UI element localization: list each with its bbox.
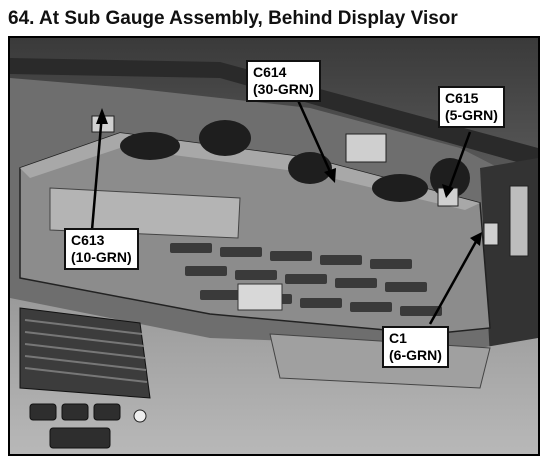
wiring-harness	[120, 120, 470, 202]
connector-c1-body	[483, 222, 499, 246]
callout-c615-desc: (5-GRN)	[445, 107, 498, 123]
display-window	[49, 187, 241, 239]
arrowhead-c613	[96, 108, 108, 124]
callout-c1-desc: (6-GRN)	[389, 347, 442, 363]
assembly-top-face	[20, 133, 480, 210]
callout-c615: C615 (5-GRN)	[438, 86, 505, 128]
figure-title: 64. At Sub Gauge Assembly, Behind Displa…	[8, 8, 458, 29]
dash-knob	[133, 409, 147, 423]
leader-c615	[446, 131, 472, 193]
callout-leaders	[90, 97, 480, 325]
callout-c614-id: C614	[253, 64, 287, 80]
connector-c614-body	[345, 133, 387, 163]
arrowhead-c1	[470, 232, 482, 246]
callout-c613-desc: (10-GRN)	[71, 249, 132, 265]
callout-c614-desc: (30-GRN)	[253, 81, 314, 97]
callout-arrowheads	[96, 108, 482, 246]
dashboard-photo: C614 (30-GRN) C615 (5-GRN) C613 (10-GRN)…	[8, 36, 540, 456]
callout-c1-id: C1	[389, 330, 407, 346]
lower-switches	[29, 403, 121, 449]
callout-c1: C1 (6-GRN)	[382, 326, 449, 368]
button-row	[170, 243, 442, 316]
vent-slats	[24, 319, 148, 383]
arrowhead-c615	[442, 184, 454, 198]
callout-c614: C614 (30-GRN)	[246, 60, 321, 102]
leader-c1	[428, 237, 480, 325]
callout-c613-id: C613	[71, 232, 105, 248]
leader-c613	[90, 113, 104, 231]
right-bracket	[509, 185, 529, 257]
arrowhead-c614	[324, 168, 336, 183]
callout-c613: C613 (10-GRN)	[64, 228, 139, 270]
leader-c614	[295, 97, 334, 177]
callout-c615-id: C615	[445, 90, 479, 106]
assembly-sticker	[237, 283, 283, 311]
